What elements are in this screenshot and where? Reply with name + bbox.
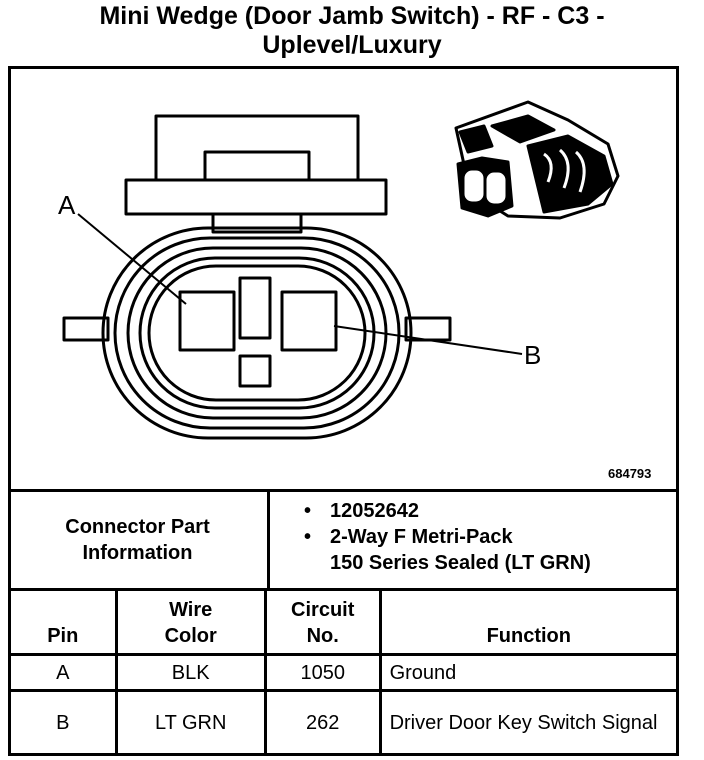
info-item-continuation: 150 Series Sealed (LT GRN) xyxy=(330,552,591,574)
table-row: A BLK 1050 Ground xyxy=(8,653,680,692)
title-line-1: Mini Wedge (Door Jamb Switch) - RF - C3 … xyxy=(99,2,605,30)
cell-function: Driver Door Key Switch Signal xyxy=(378,689,680,756)
connector-body xyxy=(101,226,413,440)
cell-function: Ground xyxy=(378,653,680,692)
header-pin: Pin xyxy=(8,588,118,656)
table-row: B LT GRN 262 Driver Door Key Switch Sign… xyxy=(8,689,680,756)
connector-info-row: Connector Part Information •12052642 •2-… xyxy=(8,489,679,591)
pin-b-label: B xyxy=(524,340,541,370)
connector-top-housing xyxy=(124,114,388,234)
left-ear xyxy=(62,316,110,342)
connector-thumbnail xyxy=(454,100,620,220)
pin-a-label: A xyxy=(58,190,76,220)
terminal-cavity-b xyxy=(280,290,338,352)
header-circuit-no: Circuit No. xyxy=(263,588,382,656)
leader-line-b xyxy=(333,325,523,355)
header-wire-color: Wire Color xyxy=(114,588,267,656)
content-frame xyxy=(8,66,679,756)
cell-pin: B xyxy=(8,689,118,756)
bullet-icon: • xyxy=(304,500,312,522)
diagram-part-number: 684793 xyxy=(608,466,652,481)
info-item: •2-Way F Metri-Pack xyxy=(304,526,513,548)
connector-info-label-line-2: Information xyxy=(82,542,193,564)
info-item: •12052642 xyxy=(304,500,419,522)
leader-line-a xyxy=(77,213,187,305)
pin-table: Pin Wire Color Circuit No. Function A BL… xyxy=(8,588,680,756)
cell-pin: A xyxy=(8,653,118,692)
cell-circuit: 1050 xyxy=(263,653,382,692)
connector-info-label: Connector Part Information xyxy=(8,514,267,566)
cell-circuit: 262 xyxy=(263,689,382,756)
center-key-bottom xyxy=(238,354,272,388)
terminal-cavity-a xyxy=(178,290,236,352)
title-line-2: Uplevel/Luxury xyxy=(262,31,442,59)
cell-wire-color: LT GRN xyxy=(114,689,267,756)
table-header-row: Pin Wire Color Circuit No. Function xyxy=(8,588,680,656)
connector-diagram: A B xyxy=(58,100,620,440)
cell-wire-color: BLK xyxy=(114,653,267,692)
header-function: Function xyxy=(378,588,680,656)
info-divider xyxy=(267,492,270,591)
connector-info-label-line-1: Connector Part xyxy=(65,516,210,538)
page-title: Mini Wedge (Door Jamb Switch) - RF - C3 … xyxy=(0,2,704,60)
bullet-icon: • xyxy=(304,526,312,548)
connector-info-list: •12052642 •2-Way F Metri-Pack 150 Series… xyxy=(304,498,591,576)
center-key-top xyxy=(238,276,272,340)
